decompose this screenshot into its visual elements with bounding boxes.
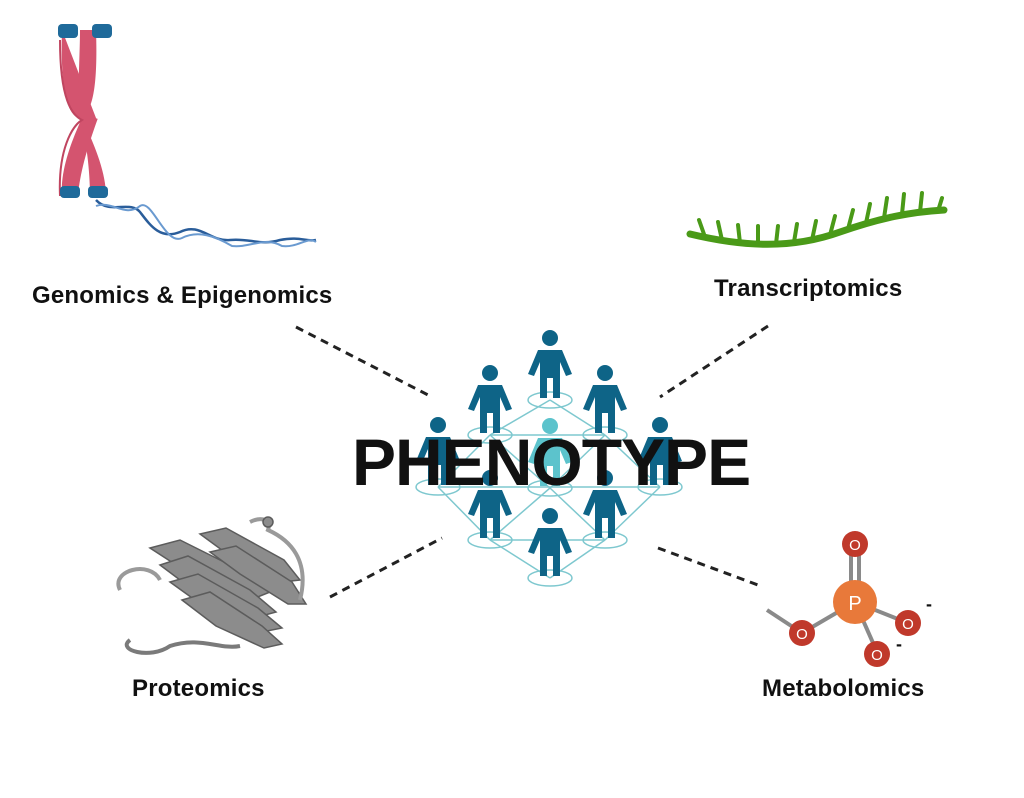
- rna-strand-icon: [686, 191, 948, 248]
- network-nodes: [415, 391, 683, 587]
- atom-label-o: O: [871, 647, 883, 664]
- proteomics-label: Proteomics: [132, 675, 265, 702]
- atom-label-o: O: [902, 616, 914, 633]
- person-icon: [528, 508, 572, 576]
- phosphate-molecule-icon: P O O O O - -: [765, 531, 932, 667]
- oxygen-atom: [842, 531, 868, 557]
- connector-transcriptomics: [659, 324, 769, 399]
- rna-bases: [697, 191, 944, 246]
- person-icon: [583, 365, 627, 433]
- person-icon: [528, 330, 572, 398]
- genomics-label: Genomics & Epigenomics: [32, 282, 333, 309]
- person-icon: [468, 365, 512, 433]
- oxygen-atom: [895, 610, 921, 636]
- charge-label: -: [926, 594, 932, 614]
- chromosome-icon: [58, 24, 317, 248]
- oxygen-atom: [864, 641, 890, 667]
- transcriptomics-label: Transcriptomics: [714, 275, 903, 302]
- metabolomics-label: Metabolomics: [762, 675, 925, 702]
- protein-structure-icon: [116, 516, 308, 655]
- oxygen-atom: [789, 620, 815, 646]
- atom-label-p: P: [848, 593, 861, 615]
- atom-label-o: O: [796, 626, 808, 643]
- atom-label-o: O: [849, 537, 861, 554]
- connector-lines: [295, 324, 769, 599]
- people-network: [415, 330, 683, 587]
- connector-genomics: [295, 325, 433, 399]
- connector-metabolomics: [657, 546, 759, 587]
- charge-label: -: [896, 634, 902, 654]
- phosphorus-atom: [833, 580, 877, 624]
- phenotype-title: PHENOTYPE: [352, 425, 751, 499]
- connector-proteomics: [329, 536, 443, 599]
